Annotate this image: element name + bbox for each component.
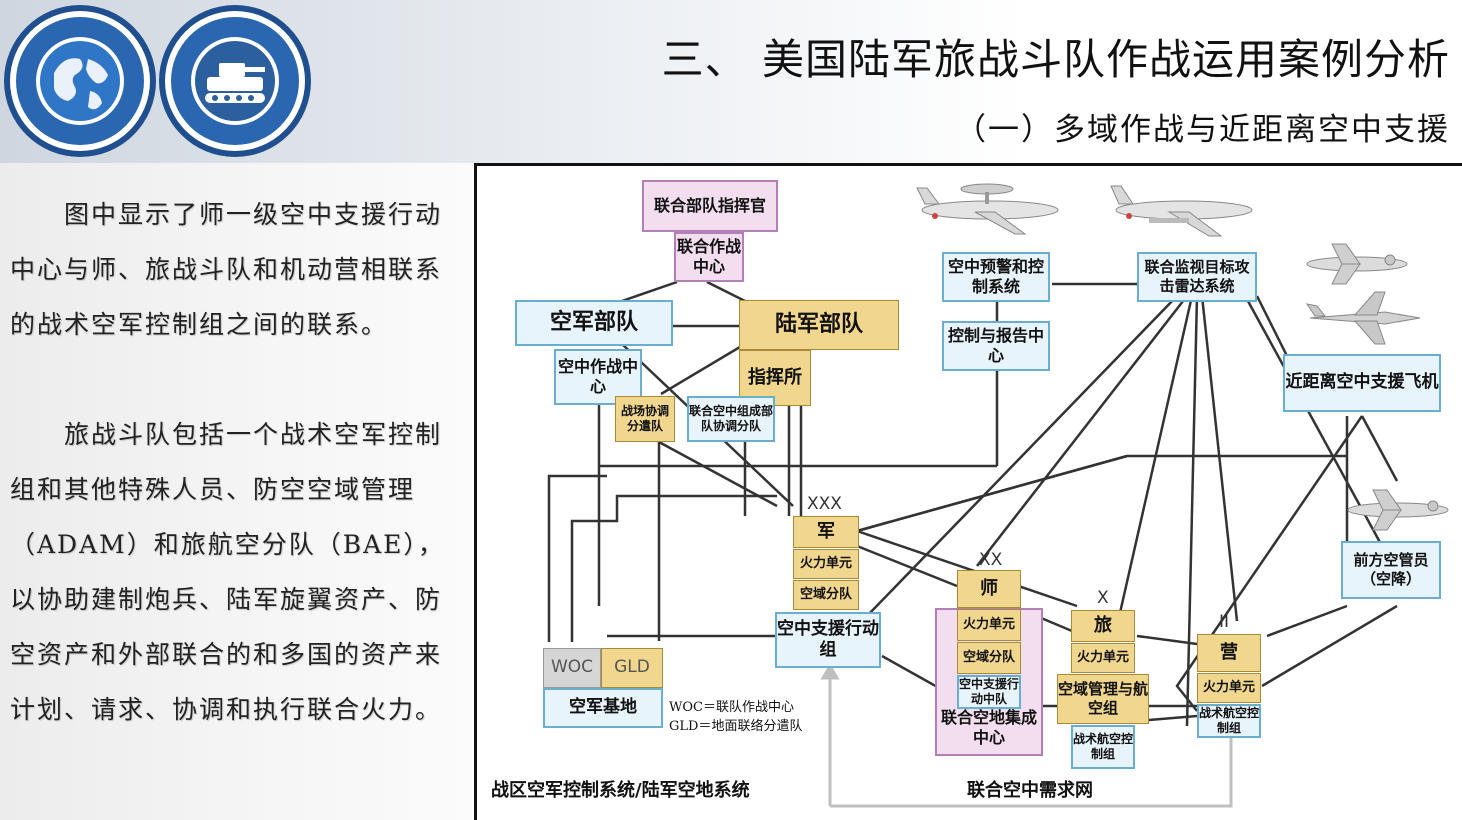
joint-commander-box: 联合部队指挥官 xyxy=(642,180,778,232)
jstars-box: 联合监视目标攻击雷达系统 xyxy=(1137,252,1257,302)
body-paragraph-1: 图中显示了师一级空中支援行动中心与师、旅战斗队和机动营相联系的战术空军控制组之间… xyxy=(10,200,443,339)
corps-fire-unit: 火力单元 xyxy=(793,549,859,579)
corps-airspace-unit: 空域分队 xyxy=(793,580,859,610)
cas-aircraft-icon xyxy=(1306,243,1408,285)
cas-aircraft-box: 近距离空中支援飞机 xyxy=(1283,354,1441,412)
battalion-box: 营 xyxy=(1197,634,1261,672)
corps-rank-marker: XXX xyxy=(807,494,842,514)
joint-ops-center-box: 联合作战中心 xyxy=(674,232,744,282)
page-subtitle: （一）多域作战与近距离空中支援 xyxy=(955,112,1450,148)
army-forces-box: 陆军部队 xyxy=(739,300,899,350)
body-paragraph-2: 旅战斗队包括一个战术空军控制组和其他特殊人员、防空空域管理（ADAM）和旅航空分… xyxy=(10,420,445,724)
tacp-battalion-box: 战术航空控制组 xyxy=(1197,704,1261,738)
bcd-joint-box: 联合空中组成部队协调分队 xyxy=(687,396,775,442)
brigade-fire-unit: 火力单元 xyxy=(1071,643,1135,673)
division-rank-marker: XX xyxy=(979,550,1003,570)
caption-right: 联合空中需求网 xyxy=(967,780,1093,801)
division-box: 师 xyxy=(957,570,1021,608)
battalion-rank-marker: II xyxy=(1219,612,1230,632)
fighter-jet-icon xyxy=(1305,291,1421,345)
brigade-rank-marker: X xyxy=(1097,588,1109,608)
corps-box: 军 xyxy=(793,516,859,548)
caption-left: 战区空军控制系统/陆军空地系统 xyxy=(491,780,750,801)
diagram-panel: 联合部队指挥官 联合作战中心 空军部队 陆军部队 空中作战中心 指挥所 战场协调… xyxy=(474,163,1462,820)
jstars-aircraft-icon xyxy=(1110,185,1253,237)
division-airspace-unit: 空域分队 xyxy=(957,642,1021,674)
crc-box: 控制与报告中心 xyxy=(942,321,1050,371)
page-title: 三、 美国陆军旅战斗队作战运用案例分析 xyxy=(661,35,1450,84)
brigade-box: 旅 xyxy=(1071,610,1135,642)
aoc-box: 空中作战中心 xyxy=(554,349,642,405)
af-base-box: 空军基地 xyxy=(543,688,663,728)
kisds-globe-logo xyxy=(4,5,156,157)
text-panel xyxy=(0,163,472,820)
adam-box: 空域管理与航空组 xyxy=(1057,674,1149,724)
fac-aircraft-icon xyxy=(1347,489,1449,531)
gld-box: GLD xyxy=(601,648,663,688)
header-bar: 三、 美国陆军旅战斗队作战运用案例分析 （一）多域作战与近距离空中支援 xyxy=(0,0,1462,163)
bcd-box: 战场协调分遣队 xyxy=(615,396,675,442)
woc-box: WOC xyxy=(543,648,601,688)
battalion-fire-unit: 火力单元 xyxy=(1197,673,1261,703)
kisds-tank-logo xyxy=(159,5,311,157)
legend-gld: GLD＝地面联络分遣队 xyxy=(669,719,803,734)
fac-box: 前方空管员（空降） xyxy=(1341,541,1441,599)
division-asoc-unit: 空中支援行动中队 xyxy=(957,675,1021,709)
asoc-box: 空中支援行动组 xyxy=(775,612,881,668)
awacs-box: 空中预警和控制系统 xyxy=(942,252,1050,302)
division-fire-unit: 火力单元 xyxy=(957,609,1021,641)
diagram-connectors xyxy=(547,280,1399,808)
legend-woc: WOC＝联队作战中心 xyxy=(669,700,794,715)
af-forces-box: 空军部队 xyxy=(515,300,673,346)
awacs-aircraft-icon xyxy=(916,183,1059,235)
tacp-brigade-box: 战术航空控制组 xyxy=(1071,725,1135,769)
